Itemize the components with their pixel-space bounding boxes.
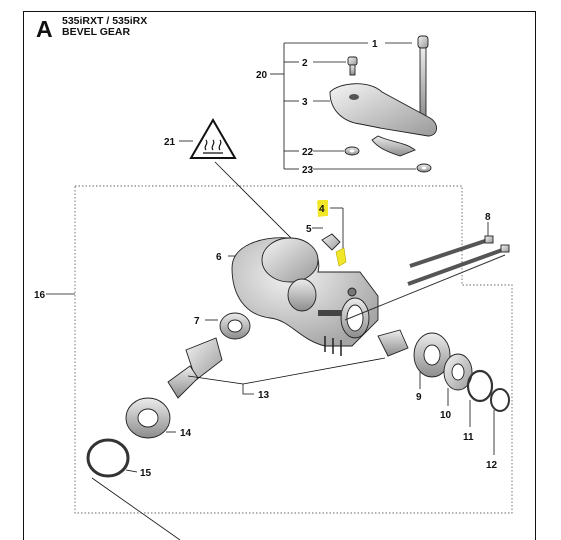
- part-8-bolts: [344, 222, 510, 321]
- callout-9: 9: [416, 392, 422, 403]
- callout-22: 22: [302, 147, 314, 158]
- part-23-nut: [313, 163, 432, 173]
- part-12-ring: [490, 388, 510, 455]
- callout-8: 8: [485, 212, 491, 223]
- callout-14: 14: [180, 428, 192, 439]
- part-10-seal: [443, 353, 473, 406]
- section-letter: A: [36, 16, 53, 42]
- callout-13: 13: [258, 390, 270, 401]
- callout-6: 6: [216, 252, 222, 263]
- part-15-circlip: [86, 438, 181, 540]
- callout-10: 10: [440, 410, 452, 421]
- callout-21: 21: [164, 137, 176, 148]
- callout-15: 15: [140, 468, 152, 479]
- callout-11: 11: [463, 432, 474, 443]
- group-boundary: [74, 185, 513, 514]
- callout-4-highlight: [318, 200, 328, 216]
- part-14-bearing: [125, 397, 176, 439]
- diagram-title: 535iRXT / 535iRX BEVEL GEAR: [62, 16, 147, 38]
- callout-4: 4: [319, 204, 325, 215]
- callout-3: 3: [302, 97, 308, 108]
- callout-1: 1: [372, 39, 378, 50]
- part-11-ring: [466, 369, 494, 427]
- callout-bracket-20: [270, 42, 368, 170]
- part-5-screw: [312, 227, 341, 251]
- part-7-bearing: [205, 312, 251, 340]
- callout-7: 7: [194, 316, 200, 327]
- model-line: 535iRXT / 535iRX: [62, 15, 148, 27]
- callout-2: 2: [302, 58, 308, 69]
- part-3-bracket: [313, 83, 437, 157]
- callout-23: 23: [302, 165, 314, 176]
- part-6-gear-housing: [228, 237, 379, 356]
- assembly-title: BEVEL GEAR: [62, 26, 131, 38]
- part-22-washer: [313, 146, 360, 156]
- callout-20: 20: [256, 70, 268, 81]
- callout-16: 16: [34, 290, 46, 301]
- callout-5: 5: [306, 224, 312, 235]
- part-13-bevel-gear: [167, 329, 409, 399]
- callout-12: 12: [486, 460, 498, 471]
- part-9-bearing: [413, 332, 451, 389]
- part-2-screw: [313, 56, 358, 76]
